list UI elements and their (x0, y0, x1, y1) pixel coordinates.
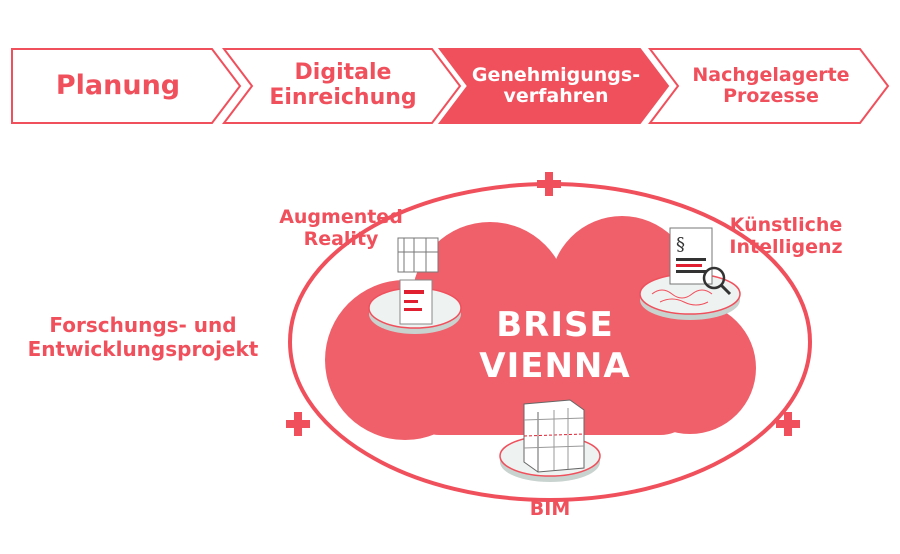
ar-platform-icon (368, 237, 462, 334)
ai-platform-icon: § (639, 227, 741, 320)
step-label-nachgelagerte-prozesse: Nachgelagerte Prozesse (692, 63, 850, 107)
step-shape-genehmigungsverfahren (437, 48, 670, 124)
step-label-planung: Planung (55, 69, 181, 101)
step-shape-nachgelagerte-prozesse (647, 48, 890, 124)
ai-label: Künstliche Intelligenz (729, 214, 843, 259)
bim-platform-icon (499, 399, 601, 482)
plus-icon-left (286, 412, 310, 436)
plus-icon-top (537, 172, 561, 196)
plus-icon-right (776, 412, 800, 436)
step-label-digitale-einreichung: Digitale Einreichung (269, 60, 417, 110)
cloud-shape (325, 216, 756, 440)
step-shape-planung (11, 48, 242, 124)
bim-label: BIM (529, 498, 571, 520)
cloud-title-line2: VIENNA (479, 346, 631, 386)
ar-label: Augmented Reality (279, 206, 403, 251)
project-label: Forschungs- und Entwicklungsprojekt (27, 313, 259, 361)
step-shape-digitale-einreichung (221, 48, 462, 124)
step-label-genehmigungsverfahren: Genehmigungs- verfahren (471, 63, 641, 107)
cloud-title-line1: BRISE (496, 305, 614, 345)
svg-text:§: § (676, 234, 685, 255)
